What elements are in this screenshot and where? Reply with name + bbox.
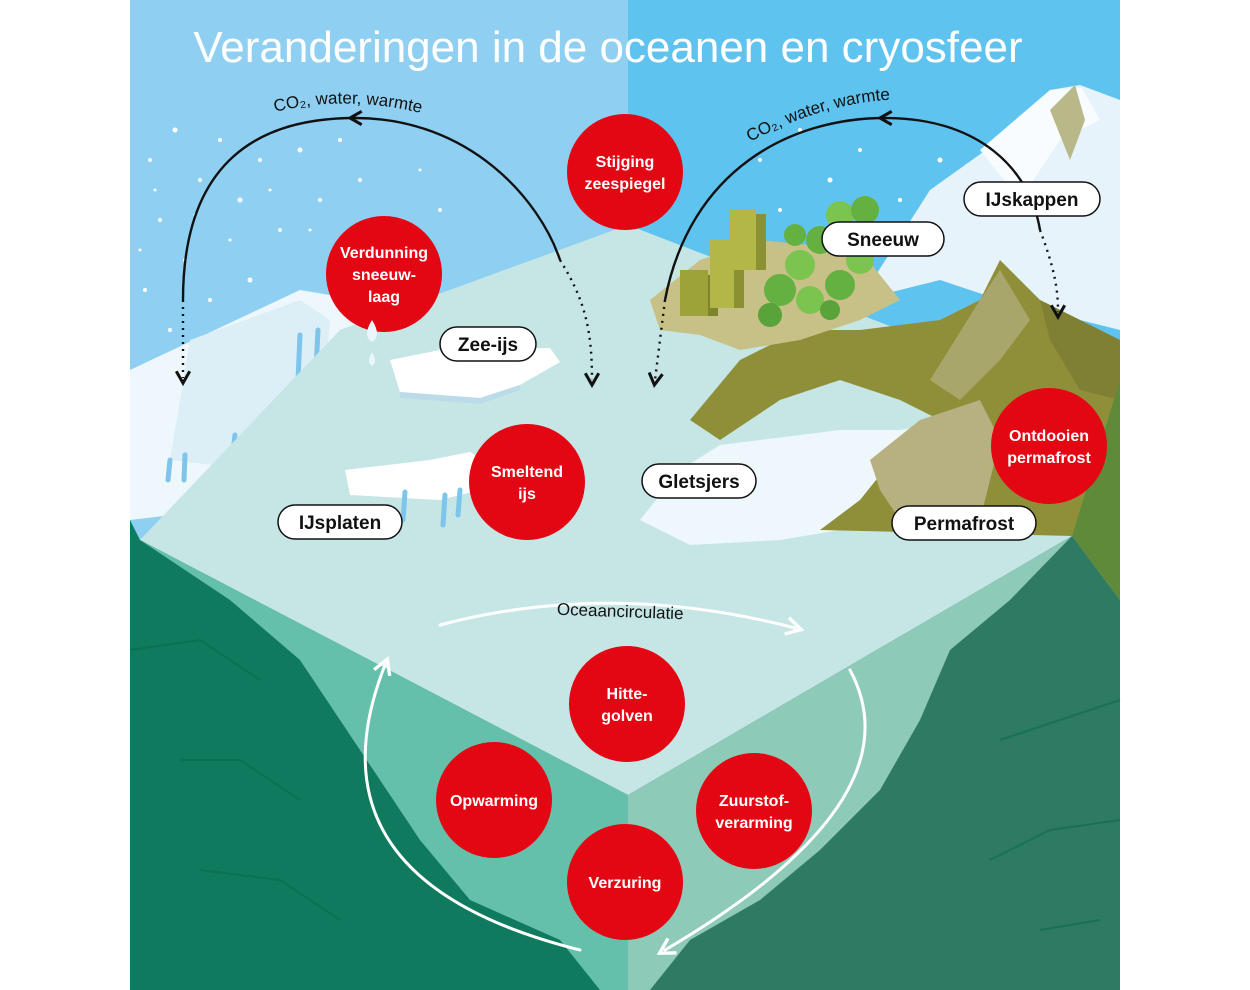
impact-circle-label: ijs [518,486,536,503]
label-pill-text: Zee-ijs [458,335,518,356]
impact-circle-opwarming: Opwarming [436,742,552,858]
impact-circle-hittegolven: Hitte-golven [569,646,685,762]
impact-circle-label: zeespiegel [585,176,666,193]
impact-circle-label: sneeuw- [352,267,416,284]
city-buildings [680,210,766,316]
ocean-cross-section-left [140,540,628,990]
impact-circle-label: Zuurstof- [719,793,789,810]
impact-circle-label: Verdunning [340,245,428,262]
label-pill-text: Sneeuw [847,230,919,251]
label-pill-zee-ijs: Zee-ijs [439,326,537,362]
impact-circles: StijgingzeespiegelVerdunningsneeuw-laagS… [326,114,1107,940]
impact-circle-label: Opwarming [450,793,538,810]
left-exchange-arc [181,116,356,301]
impact-circle-smeltend-ijs: Smeltend ijs [469,424,585,540]
label-pill-background [277,504,403,540]
impact-circle-label: Stijging [596,154,655,171]
ice-shelf [345,452,485,500]
label-pill-background [891,505,1037,541]
water-drop-icon [367,320,377,366]
impact-circle-verzuring: Verzuring [567,824,683,940]
right-exchange-arc [663,116,886,301]
impact-circle-shape [567,824,683,940]
label-pill-background [439,326,537,362]
impact-circle-label: Smeltend [491,464,563,481]
page-title: Veranderingen in de oceanen en cryosfeer [193,23,1022,72]
ocean-circulation-arrows [363,601,867,955]
label-pill-sneeuw: Sneeuw [821,221,945,257]
impact-circle-shape [436,742,552,858]
impact-circle-label: laag [368,289,400,306]
impact-circle-label: golven [601,708,653,725]
impact-circle-shape [567,114,683,230]
impact-circle-label: Hitte- [607,686,648,703]
label-pill-permafrost: Permafrost [891,505,1037,541]
impact-circle-label: permafrost [1007,450,1091,467]
label-pill-text: Gletsjers [658,472,739,493]
label-pill-ijsplaten: IJsplaten [277,504,403,540]
impact-circle-label: Ontdooien [1009,428,1089,445]
snowfall-left [138,127,442,332]
impact-circle-ontdooien-permafrost: Ontdooien permafrost [991,388,1107,504]
impact-circle-shape [569,646,685,762]
impact-circle-stijging-zeespiegel: Stijging zeespiegel [567,114,683,230]
label-pill-text: IJskappen [986,190,1079,211]
label-pill-background [821,221,945,257]
impact-circle-shape [696,753,812,869]
label-pill-background [641,463,757,499]
impact-circle-label: verarming [715,815,792,832]
ocean-circulation-label: Oceaancirculatie [557,600,684,623]
impact-circle-verdunning-sneeuwlaag: Verdunning sneeuw-laag [326,216,442,366]
impact-circle-shape [469,424,585,540]
impact-circle-zuurstofverarming: Zuurstof-verarming [696,753,812,869]
label-pill-background [963,181,1101,217]
label-pill-text: IJsplaten [299,513,381,534]
label-pill-text: Permafrost [914,514,1015,535]
label-pill-ijskappen: IJskappen [963,181,1101,217]
label-pill-gletsjers: Gletsjers [641,463,757,499]
ocean-cross-section-right [628,536,1072,990]
impact-circle-shape [991,388,1107,504]
impact-circle-label: Verzuring [589,875,662,892]
impact-circle-shape [326,216,442,332]
